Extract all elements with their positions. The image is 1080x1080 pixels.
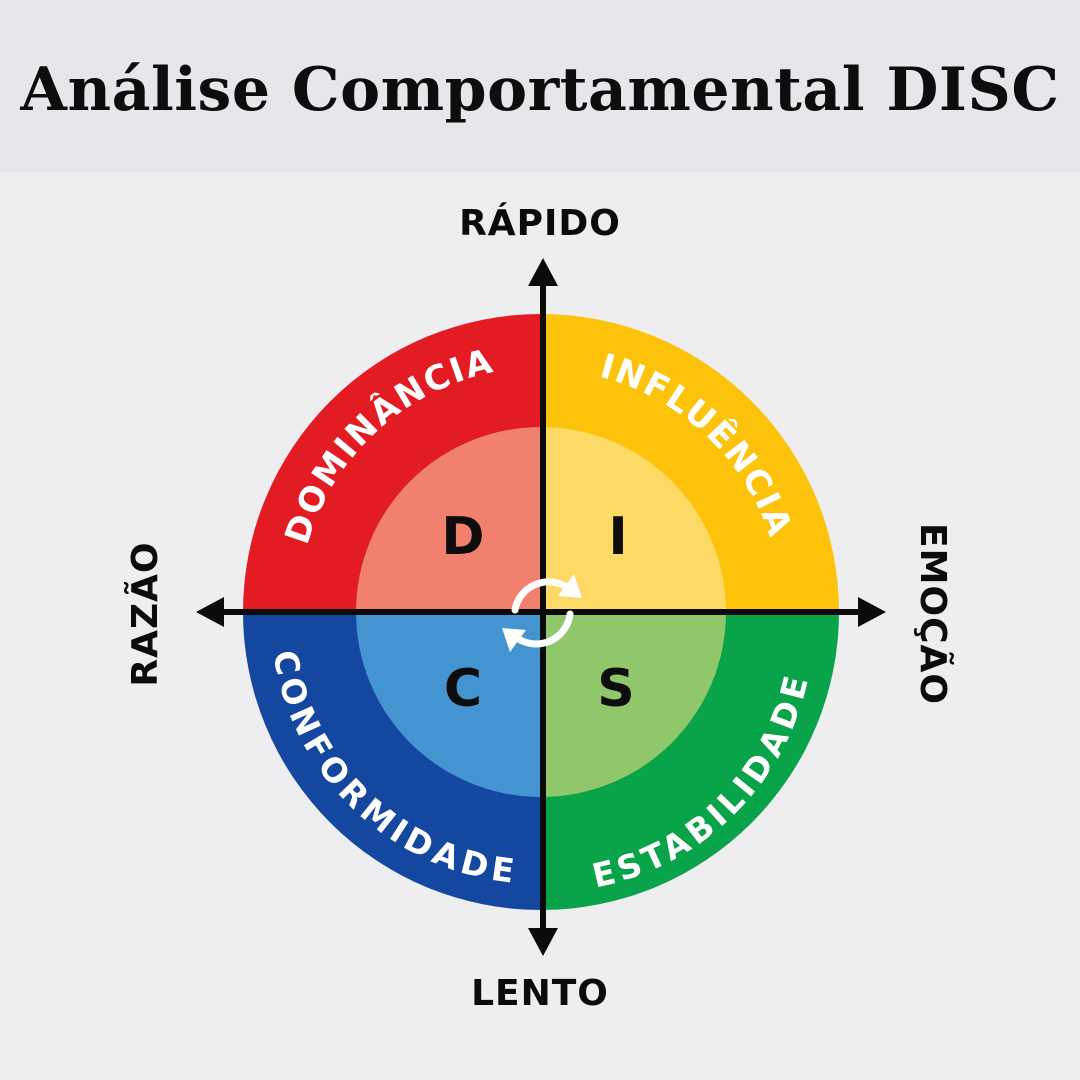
- cycle-arrows-icon: [502, 574, 582, 652]
- axis-label-top: RÁPIDO: [459, 203, 621, 244]
- arrow-left-icon: [196, 597, 224, 627]
- quadrant-s-inner: [541, 612, 726, 797]
- quadrant-d-inner: [356, 427, 541, 612]
- page-title: Análise Comportamental DISC: [20, 55, 1060, 125]
- axis-label-bottom: LENTO: [471, 973, 609, 1014]
- letter-i: I: [608, 507, 627, 567]
- arrow-down-icon: [528, 928, 558, 956]
- arrow-up-icon: [528, 258, 558, 286]
- axis-label-right: EMOÇÃO: [912, 523, 953, 705]
- header-band: [0, 0, 1080, 172]
- letter-d: D: [441, 507, 484, 567]
- letter-s: S: [597, 659, 634, 719]
- arrow-right-icon: [858, 597, 886, 627]
- quadrant-i-inner: [541, 427, 726, 612]
- quadrant-c-inner: [356, 612, 541, 797]
- letter-c: C: [444, 659, 482, 719]
- axis-label-left: RAZÃO: [125, 541, 166, 687]
